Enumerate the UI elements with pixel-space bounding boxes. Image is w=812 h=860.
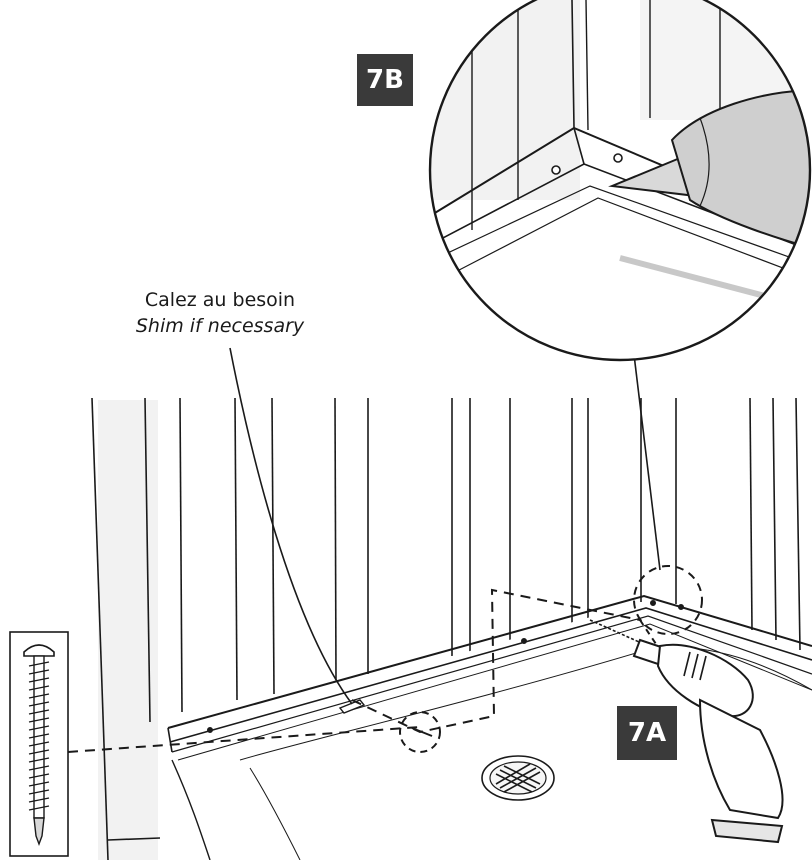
guide-lines xyxy=(67,565,703,753)
leader-lines xyxy=(229,337,661,705)
wall-panels xyxy=(91,397,801,860)
drain-icon xyxy=(481,755,555,801)
shower-base xyxy=(167,594,812,860)
screw-target xyxy=(411,727,433,737)
drill-icon xyxy=(589,619,784,844)
screw-inset xyxy=(9,631,69,857)
zoom-view xyxy=(428,0,812,362)
shim-callout: Calez au besoin Shim if necessary xyxy=(100,287,340,339)
screw-icon xyxy=(23,644,55,846)
callout-english: Shim if necessary xyxy=(135,315,305,337)
step-badge-7a: 7A xyxy=(617,706,677,760)
step-badge-7b: 7B xyxy=(357,54,413,106)
caulk-gun-icon xyxy=(608,88,810,252)
callout-french: Calez au besoin xyxy=(144,289,296,311)
